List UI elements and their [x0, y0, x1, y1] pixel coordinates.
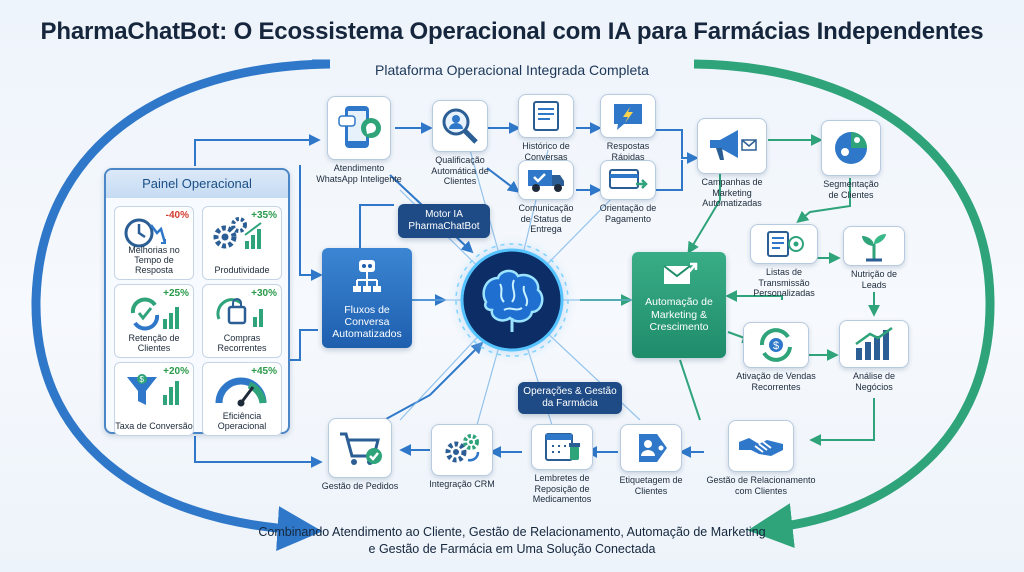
metric-value: +35%	[251, 210, 277, 221]
crm-gears-icon	[431, 424, 493, 476]
metric-efficiency: +45% Eficiência Operacional	[202, 362, 282, 436]
metric-value: -40%	[165, 210, 189, 221]
automation-label: Automação de Marketing & Crescimento	[645, 296, 713, 333]
recurring-sales-icon: $	[743, 322, 809, 368]
envelope-growth-icon	[660, 260, 698, 295]
robot-workflow-icon	[351, 258, 383, 307]
node-historico[interactable]: Histórico de Conversas	[514, 94, 578, 162]
metric-label: Retenção de Clientes	[128, 333, 180, 353]
node-label: Ativação de Vendas Recorrentes	[736, 371, 816, 392]
megaphone-mail-icon	[697, 118, 767, 174]
metric-recurring-purchases: +30% Compras Recorrentes	[202, 284, 282, 358]
handshake-icon	[728, 420, 794, 472]
node-label: Análise de Negócios	[852, 371, 896, 392]
metric-conversion: +20% $ Taxa de Conversão	[114, 362, 194, 436]
node-label: Histórico de Conversas	[522, 141, 570, 162]
operational-panel: Painel Operacional -40% Melhorias no Tem…	[104, 168, 290, 436]
gears-growth-icon	[211, 215, 267, 258]
retention-cycle-icon	[123, 293, 183, 338]
metric-value: +25%	[163, 288, 189, 299]
node-analise[interactable]: Análise de Negócios	[838, 320, 910, 392]
metric-label: Taxa de Conversão	[115, 421, 193, 431]
node-comunicacao[interactable]: Comunicação de Status de Entrega	[514, 160, 578, 235]
metric-value: +30%	[251, 288, 277, 299]
page-title: PharmaChatBot: O Ecossistema Operacional…	[40, 18, 984, 45]
delivery-truck-icon	[518, 160, 574, 200]
operations-label: Operações & Gestão da Farmácia	[518, 382, 622, 414]
node-label: Gestão de Pedidos	[321, 481, 399, 491]
node-etiquetagem[interactable]: Etiquetagem de Clientes	[616, 424, 686, 496]
node-label: Nutrição de Leads	[850, 269, 898, 290]
node-segmentacao[interactable]: Segmentação de Clientes	[818, 120, 884, 200]
node-crm[interactable]: Integração CRM	[428, 424, 496, 490]
panel-title: Painel Operacional	[106, 170, 288, 198]
node-pedidos[interactable]: Gestão de Pedidos	[320, 418, 400, 492]
page-subtitle: Plataforma Operacional Integrada Complet…	[375, 62, 649, 78]
node-label: Qualificação Automática de Clientes	[431, 155, 489, 186]
node-whatsapp[interactable]: Atendimento WhatsApp Inteligente	[314, 96, 404, 184]
metric-value: +45%	[251, 366, 277, 377]
payment-card-icon	[600, 160, 656, 200]
node-label: Integração CRM	[429, 479, 495, 489]
node-label: Etiquetagem de Clientes	[619, 475, 683, 496]
node-label: Campanhas de Marketing Automatizadas	[701, 177, 763, 208]
node-orientacao[interactable]: Orientação de Pagamento	[596, 160, 660, 224]
metric-retention: +25% Retenção de Clientes	[114, 284, 194, 358]
metric-label: Compras Recorrentes	[217, 333, 267, 353]
node-label: Gestão de Relacionamento com Clientes	[706, 475, 816, 496]
footer-line-2: e Gestão de Farmácia em Uma Solução Cone…	[368, 542, 656, 556]
ai-engine-label: Motor IA PharmaChatBot	[398, 204, 490, 238]
footer-text: Combinando Atendimento ao Cliente, Gestã…	[0, 524, 1024, 558]
gauge-icon	[211, 371, 271, 416]
node-qualificacao[interactable]: Qualificação Automática de Clientes	[426, 100, 494, 187]
node-label: Listas de Transmissão Personalizadas	[753, 267, 815, 298]
metric-response-time: -40% Melhorias no Tempo de Resposta	[114, 206, 194, 280]
node-campanhas[interactable]: Campanhas de Marketing Automatizadas	[696, 118, 768, 209]
node-relacionamento[interactable]: Gestão de Relacionamento com Clientes	[706, 420, 816, 496]
bar-chart-growth-icon	[839, 320, 909, 368]
automation-box[interactable]: Automação de Marketing & Crescimento	[632, 252, 726, 358]
outer-arc-green	[693, 59, 995, 548]
svg-text:$: $	[773, 340, 779, 352]
node-lembretes[interactable]: Lembretes de Reposição de Medicamentos	[520, 424, 604, 505]
metric-label: Produtividade	[214, 265, 270, 275]
calendar-medicine-icon	[531, 424, 593, 470]
metric-label: Melhorias no Tempo de Resposta	[128, 245, 180, 275]
scroll-document-icon	[518, 94, 574, 138]
sprout-plant-icon	[843, 226, 905, 266]
footer-line-1: Combinando Atendimento ao Cliente, Gestã…	[258, 525, 766, 539]
node-label: Orientação de Pagamento	[599, 203, 657, 224]
node-ativacao[interactable]: $ Ativação de Vendas Recorrentes	[736, 322, 816, 392]
node-label: Lembretes de Reposição de Medicamentos	[532, 473, 592, 504]
node-label: Comunicação de Status de Entrega	[518, 203, 574, 234]
customer-tag-icon	[620, 424, 682, 472]
flows-label: Fluxos de Conversa Automatizados	[332, 304, 402, 340]
broadcast-list-icon	[750, 224, 818, 264]
clock-trend-icon	[123, 215, 167, 256]
ai-brain-icon	[444, 232, 580, 368]
outer-arc-blue	[31, 59, 331, 552]
magnifier-user-icon	[432, 100, 488, 152]
whatsapp-chat-icon	[327, 96, 391, 160]
shopping-bag-icon	[211, 293, 271, 338]
metric-value: +20%	[163, 366, 189, 377]
metric-productivity: +35% Produtividade	[202, 206, 282, 280]
node-label: Segmentação de Clientes	[823, 179, 879, 200]
segmentation-pie-icon	[821, 120, 881, 176]
node-nutricao[interactable]: Nutrição de Leads	[838, 226, 910, 290]
flows-box[interactable]: Fluxos de Conversa Automatizados	[322, 248, 412, 348]
node-label: Atendimento WhatsApp Inteligente	[316, 163, 402, 184]
funnel-icon: $	[123, 371, 183, 416]
node-label: Respostas Rápidas	[606, 141, 650, 162]
node-listas[interactable]: Listas de Transmissão Personalizadas	[744, 224, 824, 299]
shopping-cart-check-icon	[328, 418, 392, 478]
metric-label: Eficiência Operacional	[217, 411, 267, 431]
node-respostas[interactable]: Respostas Rápidas	[596, 94, 660, 162]
svg-text:$: $	[140, 375, 145, 384]
lightning-chat-icon	[600, 94, 656, 138]
